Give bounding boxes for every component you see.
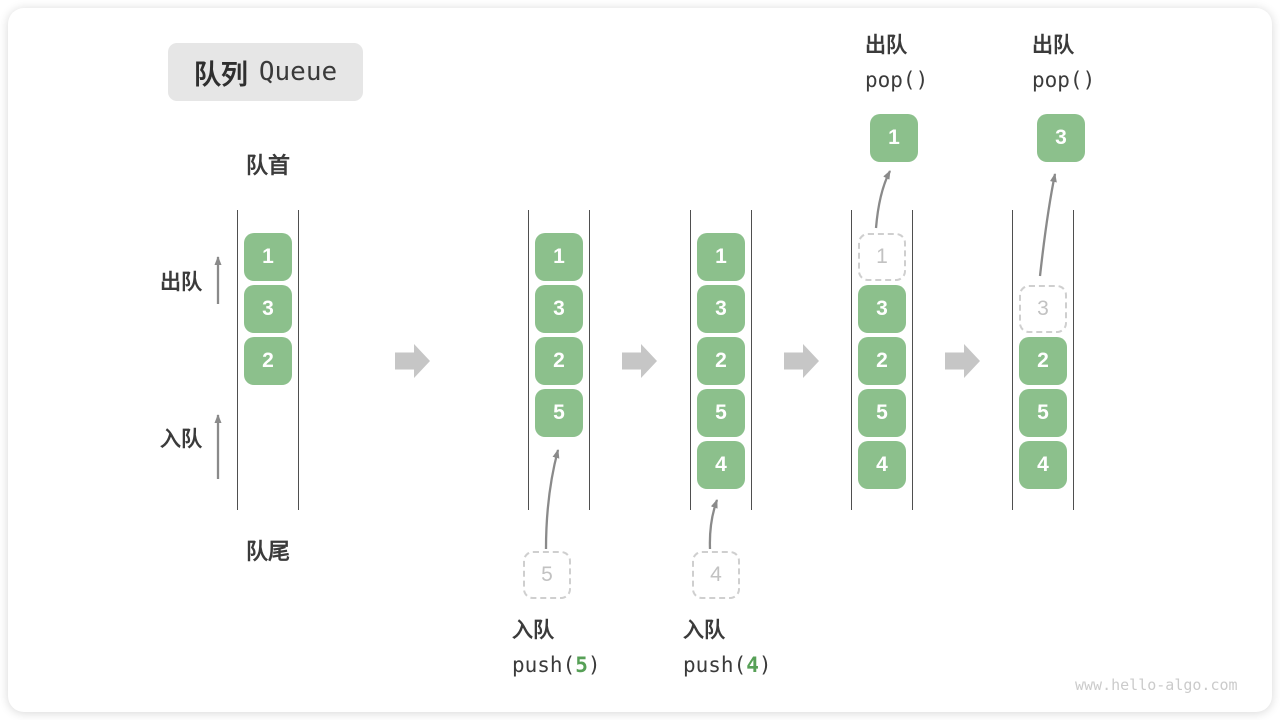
push4-code-label: push(4) bbox=[683, 653, 772, 677]
title-zh: 队列 bbox=[193, 59, 248, 90]
queue-rear-label: 队尾 bbox=[245, 539, 290, 564]
queue-cell: 1 bbox=[244, 233, 292, 281]
right-arrow-icon bbox=[395, 344, 430, 378]
queue-channel-4 bbox=[851, 210, 913, 510]
enqueue-side-label: 入队 bbox=[160, 428, 202, 451]
queue-channel-3 bbox=[690, 210, 752, 510]
right-arrow-icon bbox=[945, 344, 980, 378]
queue-cell: 3 bbox=[535, 285, 583, 333]
code-text: ) bbox=[587, 653, 601, 677]
enqueue-op-label: 入队 bbox=[512, 619, 554, 642]
queue-front-label: 队首 bbox=[245, 153, 290, 178]
queue-cell: 3 bbox=[244, 285, 292, 333]
push5-code-label: push(5) bbox=[512, 653, 601, 677]
removed-cell-ghost: 1 bbox=[858, 233, 906, 281]
code-text: ) bbox=[758, 653, 772, 677]
queue-cell: 2 bbox=[697, 337, 745, 385]
queue-cell: 4 bbox=[697, 441, 745, 489]
queue-cell: 5 bbox=[1019, 389, 1067, 437]
dequeue-op-label: 出队 bbox=[865, 34, 907, 57]
queue-cell: 1 bbox=[535, 233, 583, 281]
pop2-code-label: pop() bbox=[1032, 68, 1096, 92]
queue-channel-1 bbox=[237, 210, 299, 510]
queue-channel-2 bbox=[528, 210, 590, 510]
queue-cell: 2 bbox=[858, 337, 906, 385]
incoming-cell-ghost: 5 bbox=[523, 551, 571, 599]
dequeue-op-label: 出队 bbox=[1032, 34, 1074, 57]
queue-cell: 2 bbox=[535, 337, 583, 385]
watermark: www.hello-algo.com bbox=[1075, 676, 1238, 694]
incoming-cell-ghost: 4 bbox=[692, 551, 740, 599]
queue-cell: 4 bbox=[858, 441, 906, 489]
right-arrow-icon bbox=[784, 344, 819, 378]
code-text: push( bbox=[512, 653, 576, 677]
queue-cell: 2 bbox=[1019, 337, 1067, 385]
dequeue-side-label: 出队 bbox=[160, 271, 202, 294]
queue-cell: 3 bbox=[858, 285, 906, 333]
pop1-code-label: pop() bbox=[865, 68, 929, 92]
queue-cell: 3 bbox=[697, 285, 745, 333]
code-text: push( bbox=[683, 653, 747, 677]
queue-cell: 5 bbox=[858, 389, 906, 437]
code-arg: 4 bbox=[746, 653, 759, 677]
right-arrow-icon bbox=[622, 344, 657, 378]
popped-cell: 1 bbox=[870, 114, 918, 162]
queue-channel-5 bbox=[1012, 210, 1074, 510]
queue-cell: 1 bbox=[697, 233, 745, 281]
queue-cell: 5 bbox=[535, 389, 583, 437]
code-arg: 5 bbox=[575, 653, 588, 677]
queue-cell: 4 bbox=[1019, 441, 1067, 489]
queue-cell: 2 bbox=[244, 337, 292, 385]
enqueue-op-label: 入队 bbox=[683, 619, 725, 642]
popped-cell: 3 bbox=[1037, 114, 1085, 162]
title-box: 队列 Queue bbox=[168, 43, 363, 101]
queue-cell: 5 bbox=[697, 389, 745, 437]
removed-cell-ghost: 3 bbox=[1019, 285, 1067, 333]
title-en: Queue bbox=[258, 57, 338, 87]
